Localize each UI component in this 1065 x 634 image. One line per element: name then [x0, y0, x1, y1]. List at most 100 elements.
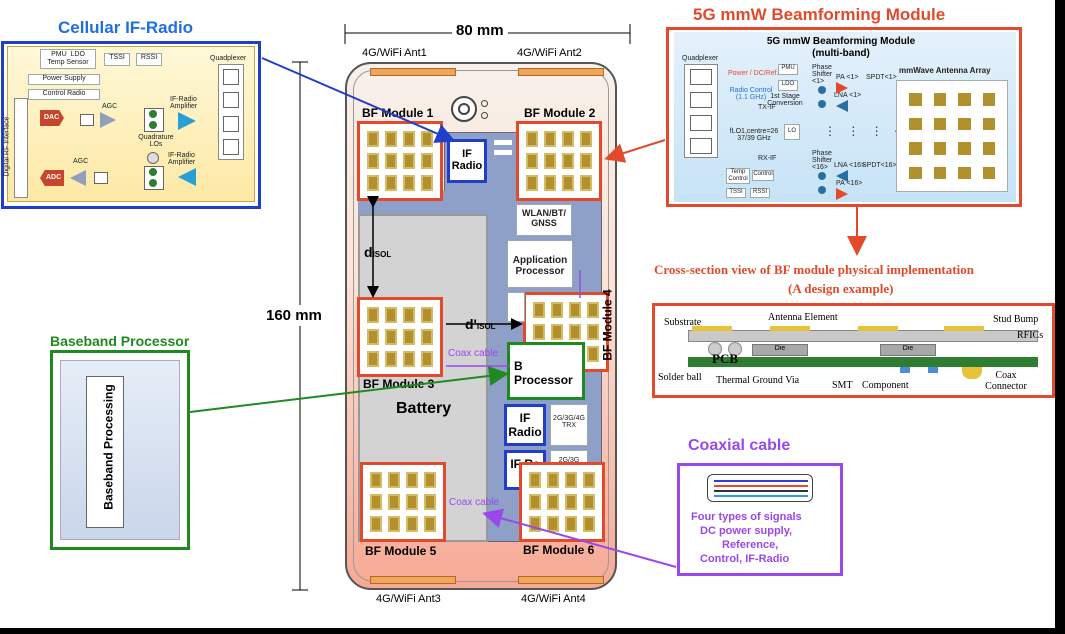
cell-digital-rf-box: Digital RF Interface — [3, 98, 28, 198]
mmw-pa-bot: PA <16> — [836, 180, 863, 187]
bf-module-3-label: BF Module 3 — [363, 377, 435, 391]
mmw-control: Control — [753, 171, 773, 177]
mmw-antenna-array — [896, 80, 1008, 192]
cell-dac-label: DAC — [44, 114, 60, 121]
camera-icon — [451, 96, 477, 122]
cell-quad-los: Quadrature LOs — [138, 134, 174, 148]
cs-thermal-via-label: Thermal Ground Via — [716, 375, 800, 386]
mmw-phase-dot-4 — [818, 186, 826, 194]
cs-solder-ball-label: Solder ball — [658, 372, 702, 383]
if-radio-top-label: IF Radio — [451, 148, 483, 172]
if-radio-mid: IF Radio — [504, 404, 546, 446]
cell-power-supply-box: Power Supply — [28, 74, 100, 85]
coax-line-1: Four types of signals — [691, 511, 802, 523]
cs-smt-1 — [900, 367, 910, 373]
cell-filter-bottom — [94, 172, 108, 184]
mmw-control-box: Control — [752, 170, 774, 181]
mmw-pmu: PMU — [781, 65, 795, 71]
cell-dac: DAC — [40, 110, 64, 126]
antenna-label-3: 4G/WiFi Ant3 — [376, 593, 441, 605]
trx-label: 2G/3G/4G TRX — [553, 415, 585, 429]
cs-smt-2 — [928, 367, 938, 373]
cell-temp-sensor: Temp Sensor — [47, 59, 89, 66]
mmw-rx-if: RX-IF — [758, 155, 777, 162]
mmw-title: 5G mmW Beamforming Module — [693, 5, 946, 24]
cell-lo-dot-4 — [149, 179, 157, 187]
pmu-ldo-box: PMU LDO Temp Sensor — [40, 49, 96, 69]
antenna-bar-3 — [370, 576, 456, 584]
cell-rssi: RSSI — [140, 54, 158, 61]
cell-control-radio-box: Control Radio — [28, 89, 100, 100]
cs-die-2: Die — [880, 344, 936, 356]
cs-solder-ball-2 — [728, 342, 742, 356]
mmw-phase-shifter-bot: Phase Shifter <16> — [812, 150, 833, 171]
mmw-tx-if: TX-IF — [758, 104, 776, 111]
coax-line-4: Control, IF-Radio — [700, 553, 790, 565]
cs-die-1: Die — [752, 344, 808, 356]
board-chip-a — [494, 140, 512, 145]
cs-coax-connector — [962, 367, 982, 379]
coax-line-3: Reference, — [722, 539, 779, 551]
cell-power-supply: Power Supply — [42, 75, 86, 82]
mmw-radio-control: Radio Control (1.1 GHz) — [729, 87, 773, 101]
mmw-spdt-top: SPDT<1> — [866, 74, 897, 81]
cell-pmu: PMU — [51, 51, 67, 58]
mmw-rssi: RSSI — [752, 189, 767, 195]
bf-module-2-label: BF Module 2 — [524, 106, 596, 120]
antenna-label-1: 4G/WiFi Ant1 — [362, 47, 427, 59]
battery-label: Battery — [396, 400, 452, 417]
cross-section-title-2: (A design example) — [788, 281, 894, 296]
cs-substrate-label: Substrate — [664, 317, 702, 328]
mmw-lna-bot: LNA <16> — [834, 162, 866, 169]
cs-antenna-4 — [944, 326, 984, 331]
bf-module-1 — [357, 121, 443, 201]
mmw-inner-title-text: 5G mmW Beamforming Module (multi-band) — [766, 36, 916, 59]
cs-antenna-element-label: Antenna Element — [768, 312, 838, 323]
cs-die-2-label: Die — [902, 345, 914, 352]
baseband-proc-label: B Processor — [514, 359, 573, 387]
mmw-lo: LO — [787, 128, 796, 134]
coax-cable-drawing — [707, 474, 813, 502]
mmw-dots: ⋮ ⋮ ⋮ ⋯ — [824, 124, 911, 138]
bf-module-6-overlay — [519, 462, 605, 542]
cell-adc-label: ADC — [46, 174, 62, 181]
coax-title: Coaxial cable — [688, 437, 791, 454]
mmw-tssi: TSSI — [729, 189, 743, 195]
mmw-spdt-bot: SPDT<16> — [862, 162, 897, 169]
height-label: 160 mm — [266, 305, 322, 326]
mmw-pa: PA <1> — [836, 74, 859, 81]
cs-antenna-2 — [770, 326, 810, 331]
cell-if-amp-bottom: IF-Radio Amplifier — [168, 152, 196, 166]
if-radio-top: IF Radio — [447, 139, 487, 183]
cell-ldo: LDO — [70, 51, 85, 58]
antenna-label-4: 4G/WiFi Ant4 — [521, 593, 586, 605]
mmw-inner-title: 5G mmW Beamforming Module (multi-band) — [766, 36, 916, 60]
baseband-processing-box — [86, 376, 124, 528]
mmw-rssi-box: RSSI — [750, 188, 770, 198]
cs-coax-connector-text: Coax Connector — [985, 370, 1027, 392]
arrow-baseband — [189, 365, 509, 413]
cs-stud-bump-label: Stud Bump — [993, 314, 1039, 325]
d-isol-sub: ISOL — [372, 250, 392, 259]
mmw-phase-dot-3 — [818, 172, 826, 180]
if-radio-mid-label: IF Radio — [508, 411, 542, 439]
mmw-phase-shifter-top: Phase Shifter <1> — [812, 64, 833, 85]
wlan-label: WLAN/BT/ GNSS — [522, 208, 566, 228]
cell-agc-top: AGC — [102, 103, 118, 110]
cs-coax-connector-label: Coax Connector — [978, 370, 1034, 392]
antenna-bar-1 — [370, 68, 456, 76]
antenna-bar-4 — [518, 576, 604, 584]
mmw-temp-control-box: Temp Control — [726, 168, 750, 184]
cs-component-label: Component — [862, 380, 909, 391]
coax-cable-label-1: Coax cable — [448, 348, 499, 359]
cell-agc-bottom: AGC — [73, 158, 89, 165]
cell-tssi-box: TSSI — [104, 53, 130, 66]
width-label: 80 mm — [452, 22, 508, 39]
antenna-label-2: 4G/WiFi Ant2 — [517, 47, 582, 59]
arrow-coax — [482, 508, 677, 568]
cell-if-amp-top: IF-Radio Amplifier — [170, 96, 198, 110]
cs-smt-label: SMT — [832, 380, 853, 391]
mmw-lo-freq: fLO1,centre=26 37/39 GHz — [729, 128, 779, 142]
arrow-if-radio — [261, 57, 456, 143]
